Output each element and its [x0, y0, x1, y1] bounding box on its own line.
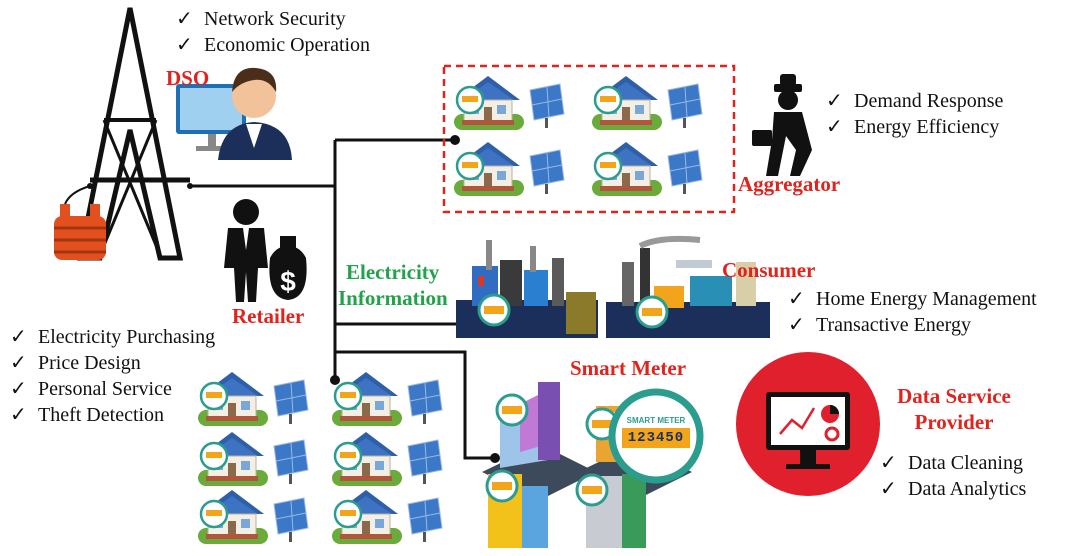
- smart-meter-label: Smart Meter: [570, 356, 687, 380]
- aggregator-junction-dot: [450, 135, 460, 145]
- data-service-function-item: ✓Data Analytics: [880, 478, 1027, 500]
- residential-house-3: [196, 430, 310, 488]
- dso-operator-icon: [176, 67, 292, 160]
- retailer-function-item: ✓Personal Service: [10, 378, 172, 400]
- check-icon: ✓: [788, 314, 805, 336]
- check-icon: ✓: [10, 352, 27, 374]
- aggregator-house-group: [442, 64, 736, 214]
- retailer-label: Retailer: [232, 304, 305, 328]
- check-icon: ✓: [788, 288, 805, 310]
- data-service-function-list: ✓Data Cleaning ✓Data Analytics: [880, 450, 1026, 502]
- dso-function-list: ✓Network Security ✓Economic Operation: [176, 6, 370, 58]
- information-flow-label: Information: [338, 286, 448, 310]
- check-icon: ✓: [176, 8, 193, 30]
- aggregator-house-3: [452, 140, 566, 198]
- aggregator-label: Aggregator: [738, 172, 841, 196]
- aggregator-function-item: ✓Energy Efficiency: [826, 116, 1000, 138]
- retailer-function-item: ✓Price Design: [10, 352, 141, 374]
- residential-house-2: [330, 370, 444, 428]
- industrial-plant-1: [456, 240, 598, 338]
- svg-text:$: $: [280, 266, 296, 297]
- residential-house-6: [330, 488, 444, 546]
- check-icon: ✓: [10, 404, 27, 426]
- check-icon: ✓: [880, 452, 897, 474]
- residential-junction-dot: [330, 375, 340, 385]
- commercial-junction-dot: [490, 453, 500, 463]
- aggregator-function-list: ✓Demand Response ✓Energy Efficiency: [826, 88, 1003, 140]
- retailer-function-item: ✓Theft Detection: [10, 404, 165, 426]
- data-service-function-item: ✓Data Cleaning: [880, 452, 1023, 474]
- check-icon: ✓: [826, 116, 843, 138]
- aggregator-person-icon: [752, 74, 812, 176]
- check-icon: ✓: [826, 90, 843, 112]
- money-bag-icon: $: [269, 236, 307, 300]
- check-icon: ✓: [10, 378, 27, 400]
- consumer-label: Consumer: [722, 258, 816, 282]
- aggregator-house-2: [590, 74, 704, 132]
- dso-function-item: ✓Network Security: [176, 8, 346, 30]
- smart-meter-brand-text: SMART METER: [626, 416, 686, 425]
- smart-meter-dial-icon: [608, 388, 704, 484]
- consumer-function-item: ✓Transactive Energy: [788, 314, 971, 336]
- smart-meter-digits: 123450: [627, 430, 685, 446]
- check-icon: ✓: [880, 478, 897, 500]
- check-icon: ✓: [10, 326, 27, 348]
- consumer-function-item: ✓Home Energy Management: [788, 288, 1037, 310]
- data-service-label-line2: Provider: [914, 410, 994, 434]
- transformer-icon: [54, 185, 106, 260]
- dso-function-item: ✓Economic Operation: [176, 34, 371, 56]
- industrial-plant-2: [606, 235, 770, 338]
- residential-house-4: [330, 430, 444, 488]
- retailer-function-list: ✓Electricity Purchasing ✓Price Design ✓P…: [10, 324, 215, 428]
- dso-label: DSO: [166, 66, 210, 90]
- aggregator-house-4: [590, 140, 704, 198]
- data-service-monitor-icon: [736, 352, 880, 496]
- retailer-person-icon: [224, 199, 268, 302]
- data-service-label-line1: Data Service: [897, 384, 1011, 408]
- residential-house-5: [196, 488, 310, 546]
- retailer-function-item: ✓Electricity Purchasing: [10, 326, 216, 348]
- aggregator-function-item: ✓Demand Response: [826, 90, 1004, 112]
- connection-lines: [190, 138, 495, 460]
- check-icon: ✓: [176, 34, 193, 56]
- aggregator-house-1: [452, 74, 566, 132]
- electricity-flow-label: Electricity: [346, 260, 440, 284]
- consumer-function-list: ✓Home Energy Management ✓Transactive Ene…: [788, 286, 1037, 338]
